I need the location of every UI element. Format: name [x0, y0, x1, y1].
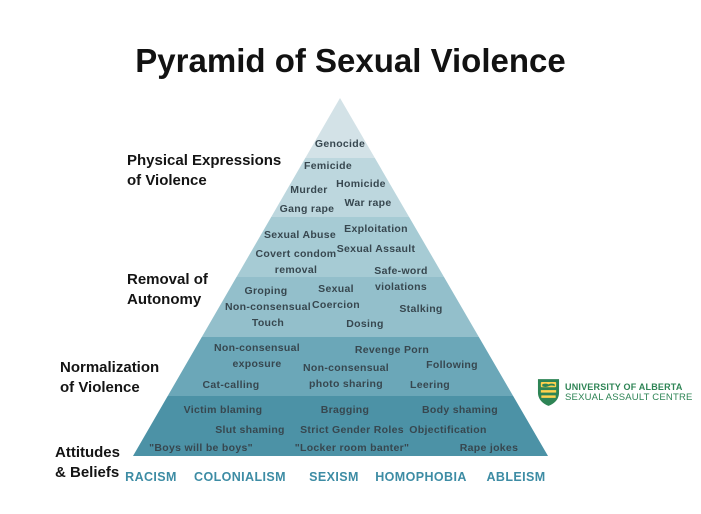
foundation-label-homophobia: HOMOPHOBIA [375, 470, 467, 484]
foundation-label-sexism: SEXISM [309, 470, 359, 484]
pyramid-term: Revenge Porn [354, 344, 430, 356]
pyramid-term: Groping [244, 285, 288, 297]
pyramid-term: Exploitation [344, 223, 408, 235]
pyramid-term: Non-consensual exposure [214, 342, 300, 370]
pyramid-term: Leering [409, 379, 451, 391]
pyramid-term: Femicide [304, 160, 352, 172]
foundation-label-racism: RACISM [125, 470, 177, 484]
pyramid-term: Non-consensual photo sharing [303, 362, 389, 390]
logo-org-name: UNIVERSITY OF ALBERTA [565, 382, 683, 392]
pyramid-term: Genocide [314, 138, 366, 150]
pyramid-term: Rape jokes [459, 442, 519, 454]
logo-centre-name: SEXUAL ASSAULT CENTRE [565, 392, 693, 403]
tier-label: Removal of Autonomy [127, 271, 208, 308]
pyramid-term: Homicide [336, 178, 386, 190]
tier-label: Normalization of Violence [60, 359, 160, 396]
pyramid-term: Body shaming [422, 404, 498, 416]
pyramid-term: Gang rape [279, 203, 335, 215]
university-crest-icon [537, 378, 560, 407]
pyramid-tier-6 [133, 396, 548, 456]
pyramid-term: Victim blaming [183, 404, 263, 416]
pyramid-term: Sexual Coercion [312, 283, 360, 311]
pyramid-term: War rape [344, 197, 392, 209]
page-title: Pyramid of Sexual Violence [135, 42, 566, 79]
pyramid-term: Non-consensual Touch [225, 301, 311, 329]
pyramid-tier-5 [133, 336, 548, 397]
pyramid-term: Covert condom removal [255, 248, 337, 276]
ua-sac-logo: UNIVERSITY OF ALBERTA SEXUAL ASSAULT CEN… [537, 378, 693, 407]
pyramid-term: Murder [290, 184, 328, 196]
pyramid-term: Stalking [399, 303, 443, 315]
pyramid-term: Strict Gender Roles [300, 424, 404, 436]
pyramid-term: "Boys will be boys" [149, 442, 253, 454]
pyramid-term: Sexual Abuse [263, 229, 337, 241]
tier-label: Physical Expressions of Violence [127, 152, 282, 189]
pyramid-term: Cat-calling [202, 379, 260, 391]
pyramid-term: Following [426, 359, 478, 371]
foundation-label-ableism: ABLEISM [486, 470, 546, 484]
foundation-label-colonialism: COLONIALISM [194, 470, 286, 484]
pyramid-term: Bragging [320, 404, 370, 416]
pyramid-term: Safe-word violations [374, 265, 428, 293]
pyramid-term: Objectification [409, 424, 487, 436]
pyramid-term: Slut shaming [215, 424, 285, 436]
pyramid-term: "Locker room banter" [294, 442, 410, 454]
pyramid-term: Sexual Assault [336, 243, 416, 255]
pyramid-term: Dosing [346, 318, 384, 330]
tier-label: Attitudes & Beliefs [55, 444, 120, 481]
